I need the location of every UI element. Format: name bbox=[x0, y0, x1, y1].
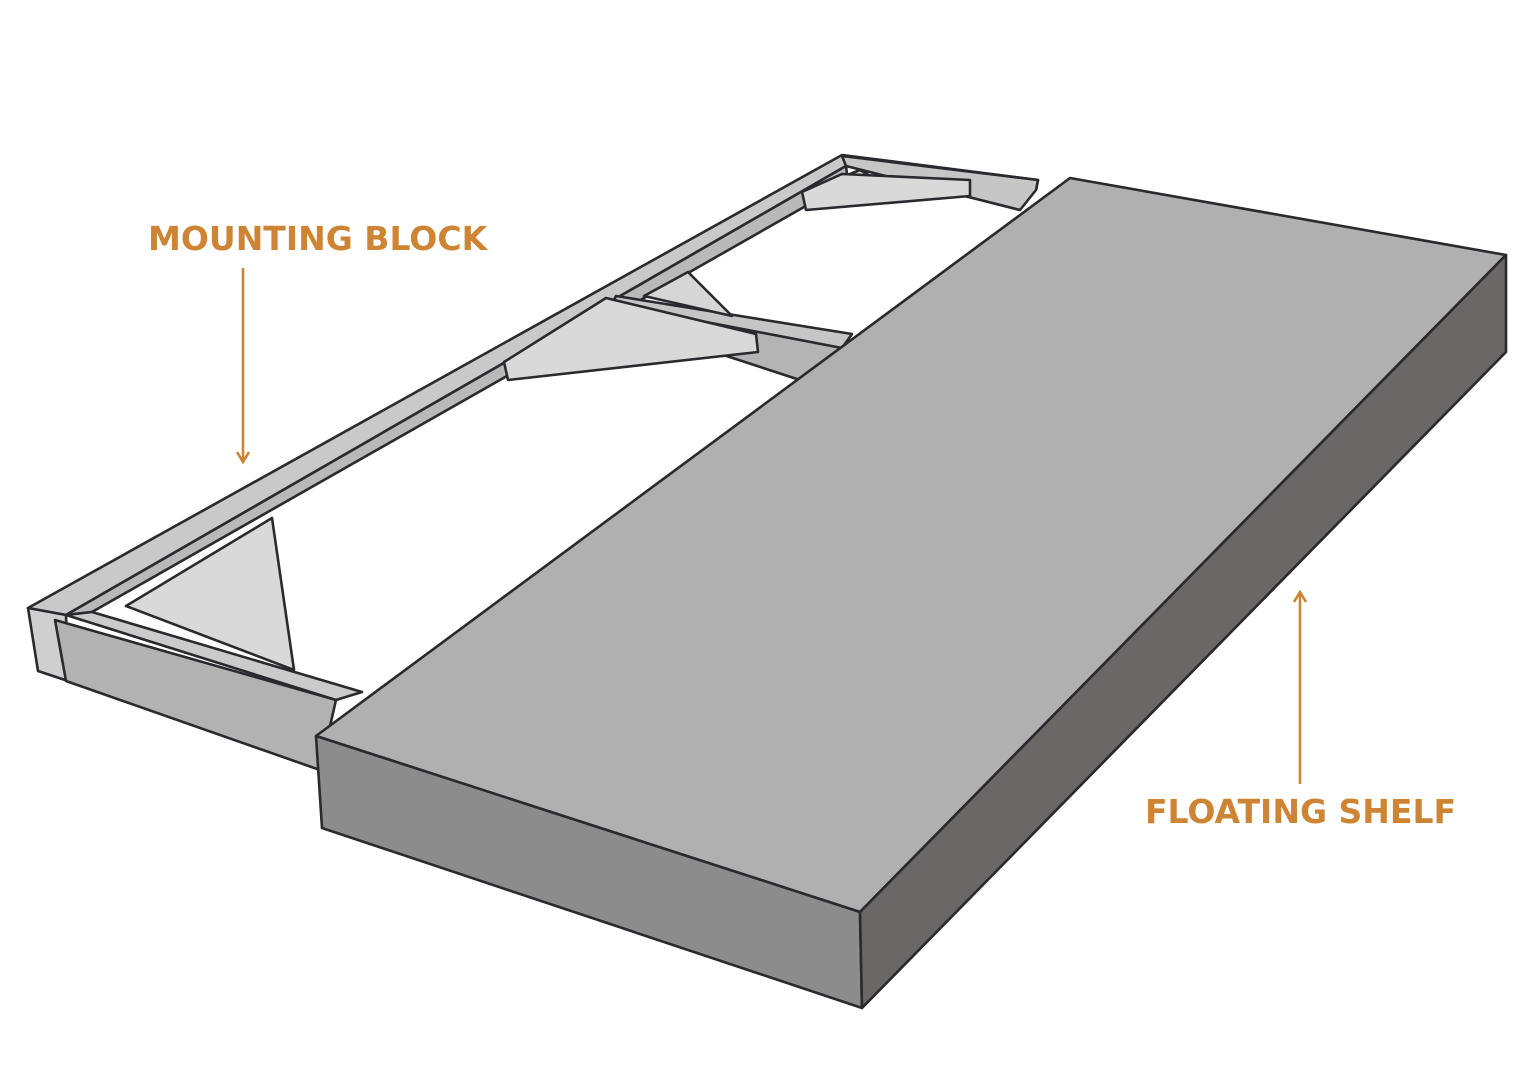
arrow-up-icon bbox=[1292, 589, 1308, 784]
floating-shelf-label: FLOATING SHELF bbox=[1145, 792, 1456, 831]
mounting-block-label: MOUNTING BLOCK bbox=[148, 219, 489, 258]
bracket-middle-arm bbox=[502, 296, 760, 382]
bracket-left bbox=[124, 516, 296, 672]
bracket-right-arm bbox=[800, 172, 972, 212]
floating-shelf bbox=[314, 176, 1508, 1010]
mounting-block-callout: MOUNTING BLOCK bbox=[148, 219, 489, 465]
mounting-block bbox=[26, 153, 1040, 772]
floating-shelf-callout: FLOATING SHELF bbox=[1145, 589, 1456, 831]
front-rail-top bbox=[64, 610, 364, 702]
bracket-middle-triangle bbox=[642, 270, 734, 318]
shelf-side bbox=[858, 253, 1508, 1010]
arrow-down-icon bbox=[235, 268, 251, 465]
